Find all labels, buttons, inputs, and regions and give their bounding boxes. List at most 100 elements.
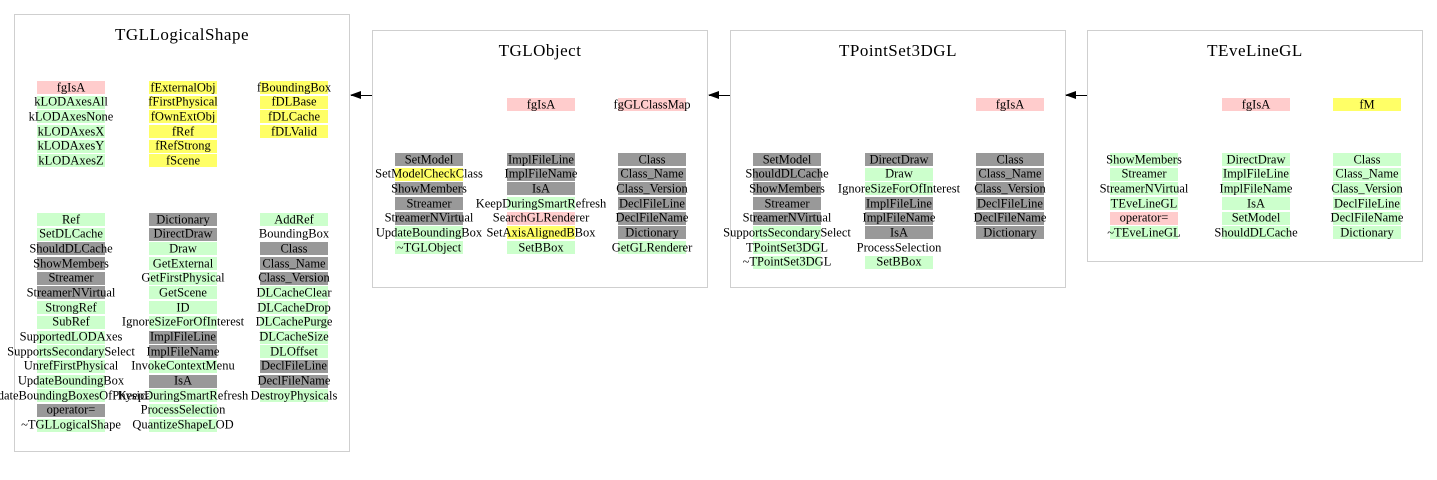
member-cell[interactable]: GetExternal (149, 257, 217, 271)
member-cell[interactable]: UpdateBoundingBoxesOfPhysicals (0, 389, 160, 403)
member-cell[interactable]: StreamerNVirtual (27, 286, 115, 300)
member-cell[interactable]: Dictionary (1333, 226, 1401, 240)
member-cell[interactable]: DeclFileLine (1333, 197, 1401, 211)
member-cell[interactable]: TPointSet3DGL (746, 241, 828, 255)
class-title[interactable]: TPointSet3DGL (839, 41, 957, 60)
member-cell[interactable]: ImplFileName (863, 211, 935, 225)
member-cell[interactable]: ImplFileLine (865, 197, 933, 211)
member-cell[interactable]: GetScene (149, 286, 217, 300)
member-cell[interactable]: fScene (149, 154, 217, 168)
member-cell[interactable]: SetBBox (507, 241, 575, 255)
member-cell[interactable]: DirectDraw (149, 227, 217, 241)
member-cell[interactable]: ~TGLObject (395, 241, 463, 255)
member-cell[interactable]: ImplFileName (1220, 182, 1292, 196)
member-cell[interactable]: Class_Version (1331, 182, 1403, 196)
member-cell[interactable]: fgIsA (976, 98, 1044, 111)
member-cell[interactable]: Ref (37, 213, 105, 226)
member-cell[interactable]: kLODAxesAll (34, 95, 108, 109)
member-cell[interactable]: DestroyPhysicals (251, 389, 337, 403)
member-cell[interactable]: Streamer (753, 197, 821, 211)
member-cell[interactable]: Streamer (395, 197, 463, 211)
member-cell[interactable]: fgGLClassMap (613, 98, 691, 111)
class-title[interactable]: TGLLogicalShape (114, 25, 249, 44)
member-cell[interactable]: GetGLRenderer (612, 241, 692, 255)
member-cell[interactable]: Class (618, 153, 686, 166)
member-cell[interactable]: ImplFileLine (507, 153, 575, 166)
class-title[interactable]: TEveLineGL (1207, 41, 1303, 60)
member-cell[interactable]: Class_Name (618, 167, 686, 181)
member-cell[interactable]: ID (149, 301, 217, 315)
member-cell[interactable]: DLCacheDrop (257, 301, 331, 315)
member-cell[interactable]: SetBBox (865, 255, 933, 269)
member-cell[interactable]: fBoundingBox (257, 81, 331, 94)
member-cell[interactable]: Draw (865, 167, 933, 181)
member-cell[interactable]: DirectDraw (865, 153, 933, 166)
member-cell[interactable]: DeclFileLine (976, 197, 1044, 211)
member-cell[interactable]: fDLCache (260, 110, 328, 124)
member-cell[interactable]: StreamerNVirtual (743, 211, 831, 225)
member-cell[interactable]: KeepDuringSmartRefresh (476, 197, 606, 211)
member-cell[interactable]: ShouldDLCache (745, 167, 829, 181)
member-cell[interactable]: DLCacheClear (257, 286, 331, 300)
member-cell[interactable]: GetFirstPhysical (141, 271, 225, 285)
member-cell[interactable]: IsA (149, 374, 217, 388)
member-cell[interactable]: DLOffset (260, 345, 328, 359)
member-cell[interactable]: DeclFileName (974, 211, 1046, 225)
member-cell[interactable]: kLODAxesY (37, 139, 105, 153)
member-cell[interactable]: UpdateBoundingBox (18, 374, 124, 388)
member-cell[interactable]: SupportsSecondarySelect (7, 345, 135, 359)
member-cell[interactable]: Class (1333, 153, 1401, 166)
member-cell[interactable]: AddRef (260, 213, 328, 226)
member-cell[interactable]: operator= (1110, 211, 1178, 225)
member-cell[interactable]: ShowMembers (1106, 153, 1182, 166)
member-cell[interactable]: fExternalObj (149, 81, 217, 94)
member-cell[interactable]: ~TEveLineGL (1107, 226, 1181, 240)
member-cell[interactable]: fRef (149, 125, 217, 139)
member-cell[interactable]: Dictionary (618, 226, 686, 240)
member-cell[interactable]: ImplFileLine (149, 330, 217, 344)
member-cell[interactable]: SetModel (1222, 211, 1290, 225)
member-cell[interactable]: IgnoreSizeForOfInterest (122, 315, 244, 329)
member-cell[interactable]: QuantizeShapeLOD (132, 418, 234, 432)
member-cell[interactable]: fgIsA (1222, 98, 1290, 111)
member-cell[interactable]: Class (976, 153, 1044, 166)
member-cell[interactable]: InvokeContextMenu (131, 359, 235, 373)
member-cell[interactable]: ImplFileLine (1222, 167, 1290, 181)
member-cell[interactable]: ShowMembers (749, 182, 825, 196)
member-cell[interactable]: Class_Version (258, 271, 330, 285)
member-cell[interactable]: ~TGLLogicalShape (21, 418, 121, 432)
member-cell[interactable]: SubRef (37, 315, 105, 329)
member-cell[interactable]: KeepDuringSmartRefresh (118, 389, 248, 403)
member-cell[interactable]: kLODAxesNone (29, 110, 113, 124)
member-cell[interactable]: Class_Name (1333, 167, 1401, 181)
member-cell[interactable]: StrongRef (37, 301, 105, 315)
member-cell[interactable]: fDLValid (260, 125, 328, 139)
member-cell[interactable]: BoundingBox (259, 227, 329, 241)
member-cell[interactable]: Class_Name (260, 257, 328, 271)
member-cell[interactable]: Streamer (37, 271, 105, 285)
member-cell[interactable]: StreamerNVirtual (1100, 182, 1188, 196)
member-cell[interactable]: ShouldDLCache (29, 242, 113, 256)
member-cell[interactable]: Draw (149, 242, 217, 256)
member-cell[interactable]: fDLBase (260, 95, 328, 109)
member-cell[interactable]: SupportsSecondarySelect (723, 226, 851, 240)
member-cell[interactable]: IsA (1222, 197, 1290, 211)
member-cell[interactable]: operator= (37, 403, 105, 417)
member-cell[interactable]: SupportedLODAxes (20, 330, 122, 344)
member-cell[interactable]: IsA (865, 226, 933, 240)
member-cell[interactable]: SearchGLRenderer (493, 211, 589, 225)
class-title[interactable]: TGLObject (498, 41, 582, 60)
member-cell[interactable]: DeclFileLine (260, 359, 328, 373)
member-cell[interactable]: SetModel (753, 153, 821, 166)
member-cell[interactable]: SetModelCheckClass (375, 167, 483, 181)
member-cell[interactable]: ShowMembers (391, 182, 467, 196)
member-cell[interactable]: StreamerNVirtual (385, 211, 473, 225)
member-cell[interactable]: IgnoreSizeForOfInterest (838, 182, 960, 196)
member-cell[interactable]: SetModel (395, 153, 463, 166)
member-cell[interactable]: DLCachePurge (256, 315, 332, 329)
member-cell[interactable]: Class (260, 242, 328, 256)
member-cell[interactable]: ImplFileName (147, 345, 219, 359)
member-cell[interactable]: ShouldDLCache (1214, 226, 1298, 240)
member-cell[interactable]: fRefStrong (149, 139, 217, 153)
member-cell[interactable]: TEveLineGL (1110, 197, 1178, 211)
